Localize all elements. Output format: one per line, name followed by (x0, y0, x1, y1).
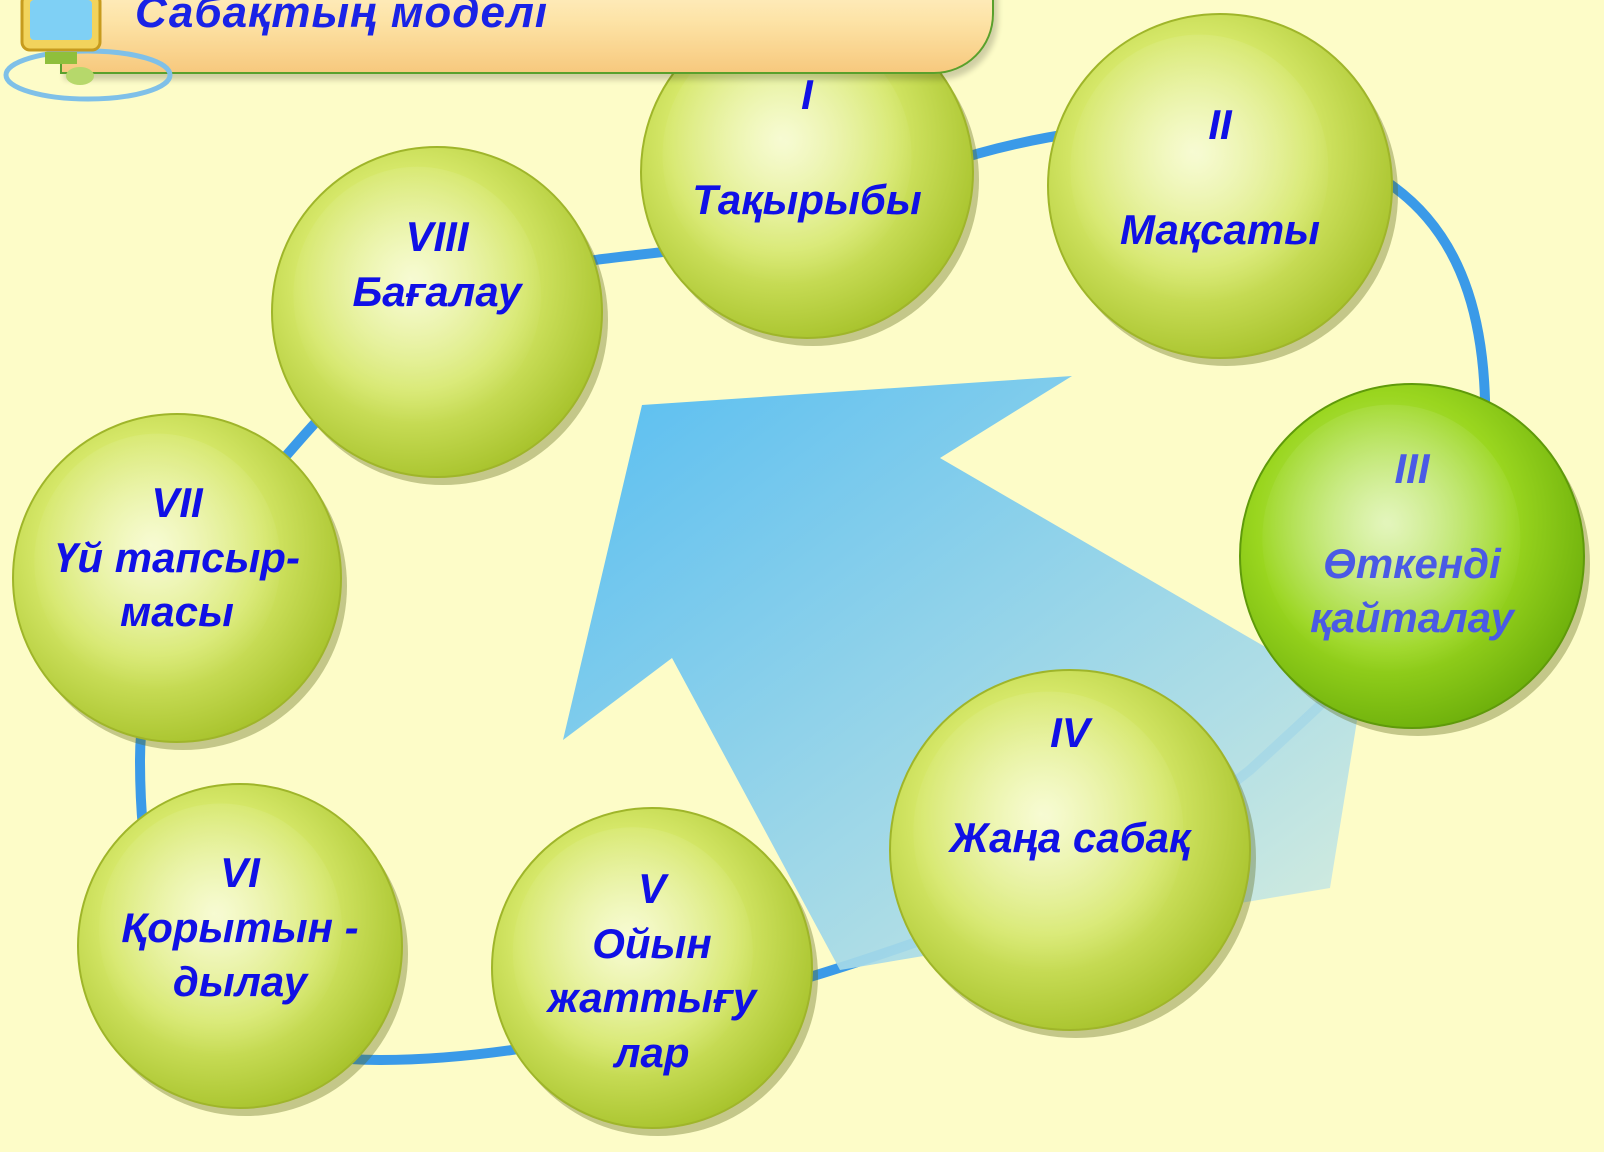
node-highlight (293, 166, 541, 425)
node-2-label: II Мақсаты (1120, 98, 1320, 257)
node-text-line: дылау (172, 958, 308, 1006)
node-text-line: Өткенді (1323, 539, 1501, 587)
node-text-line: жаттығу (547, 974, 757, 1022)
node-8-label: VIII Бағалау (353, 210, 522, 319)
node-numeral: I (801, 71, 813, 118)
title-banner (60, 0, 994, 74)
node-text-line: Тақырыбы (692, 175, 922, 223)
node-text-line: масы (120, 588, 234, 636)
node-text-line: лар (614, 1028, 690, 1076)
node-text-line: Жаңа сабақ (949, 813, 1191, 861)
node-text-line: Мақсаты (1119, 205, 1321, 253)
node-highlight (512, 827, 753, 1077)
node-numeral: IV (1050, 709, 1090, 756)
node-6-label: VI Қорытын - дылау (121, 846, 358, 1010)
node-highlight (662, 25, 912, 285)
node-highlight (1262, 404, 1521, 673)
node-numeral: VII (151, 479, 203, 526)
node-highlight (34, 433, 281, 690)
node-3-label: III Өткенді қайталау (1310, 442, 1514, 646)
computer-icon (3, 0, 173, 102)
node-text-line: Ойын (592, 919, 712, 967)
node-4-label: IV Жаңа сабақ (950, 706, 1191, 865)
node-1-label: I Тақырыбы (692, 68, 922, 227)
node-text-line: қайталау (1310, 594, 1514, 642)
node-highlight (913, 691, 1184, 973)
node-numeral: III (1394, 445, 1430, 492)
node-7-label: VII Үй тапсыр-масы (54, 476, 300, 640)
node-text-line: Үй тапсыр- (54, 533, 300, 581)
node-highlight (99, 803, 343, 1057)
node-numeral: II (1208, 101, 1232, 148)
node-text-line: Бағалау (352, 267, 522, 315)
node-text-line: Қорытын - (121, 903, 359, 951)
node-numeral: VI (220, 849, 260, 896)
node-numeral: V (637, 865, 667, 912)
node-highlight (1070, 34, 1329, 303)
node-numeral: VIII (405, 213, 469, 260)
page-title: Сабақтың моделі (135, 0, 549, 37)
node-5-label: V Ойын жаттығу лар (548, 862, 756, 1080)
